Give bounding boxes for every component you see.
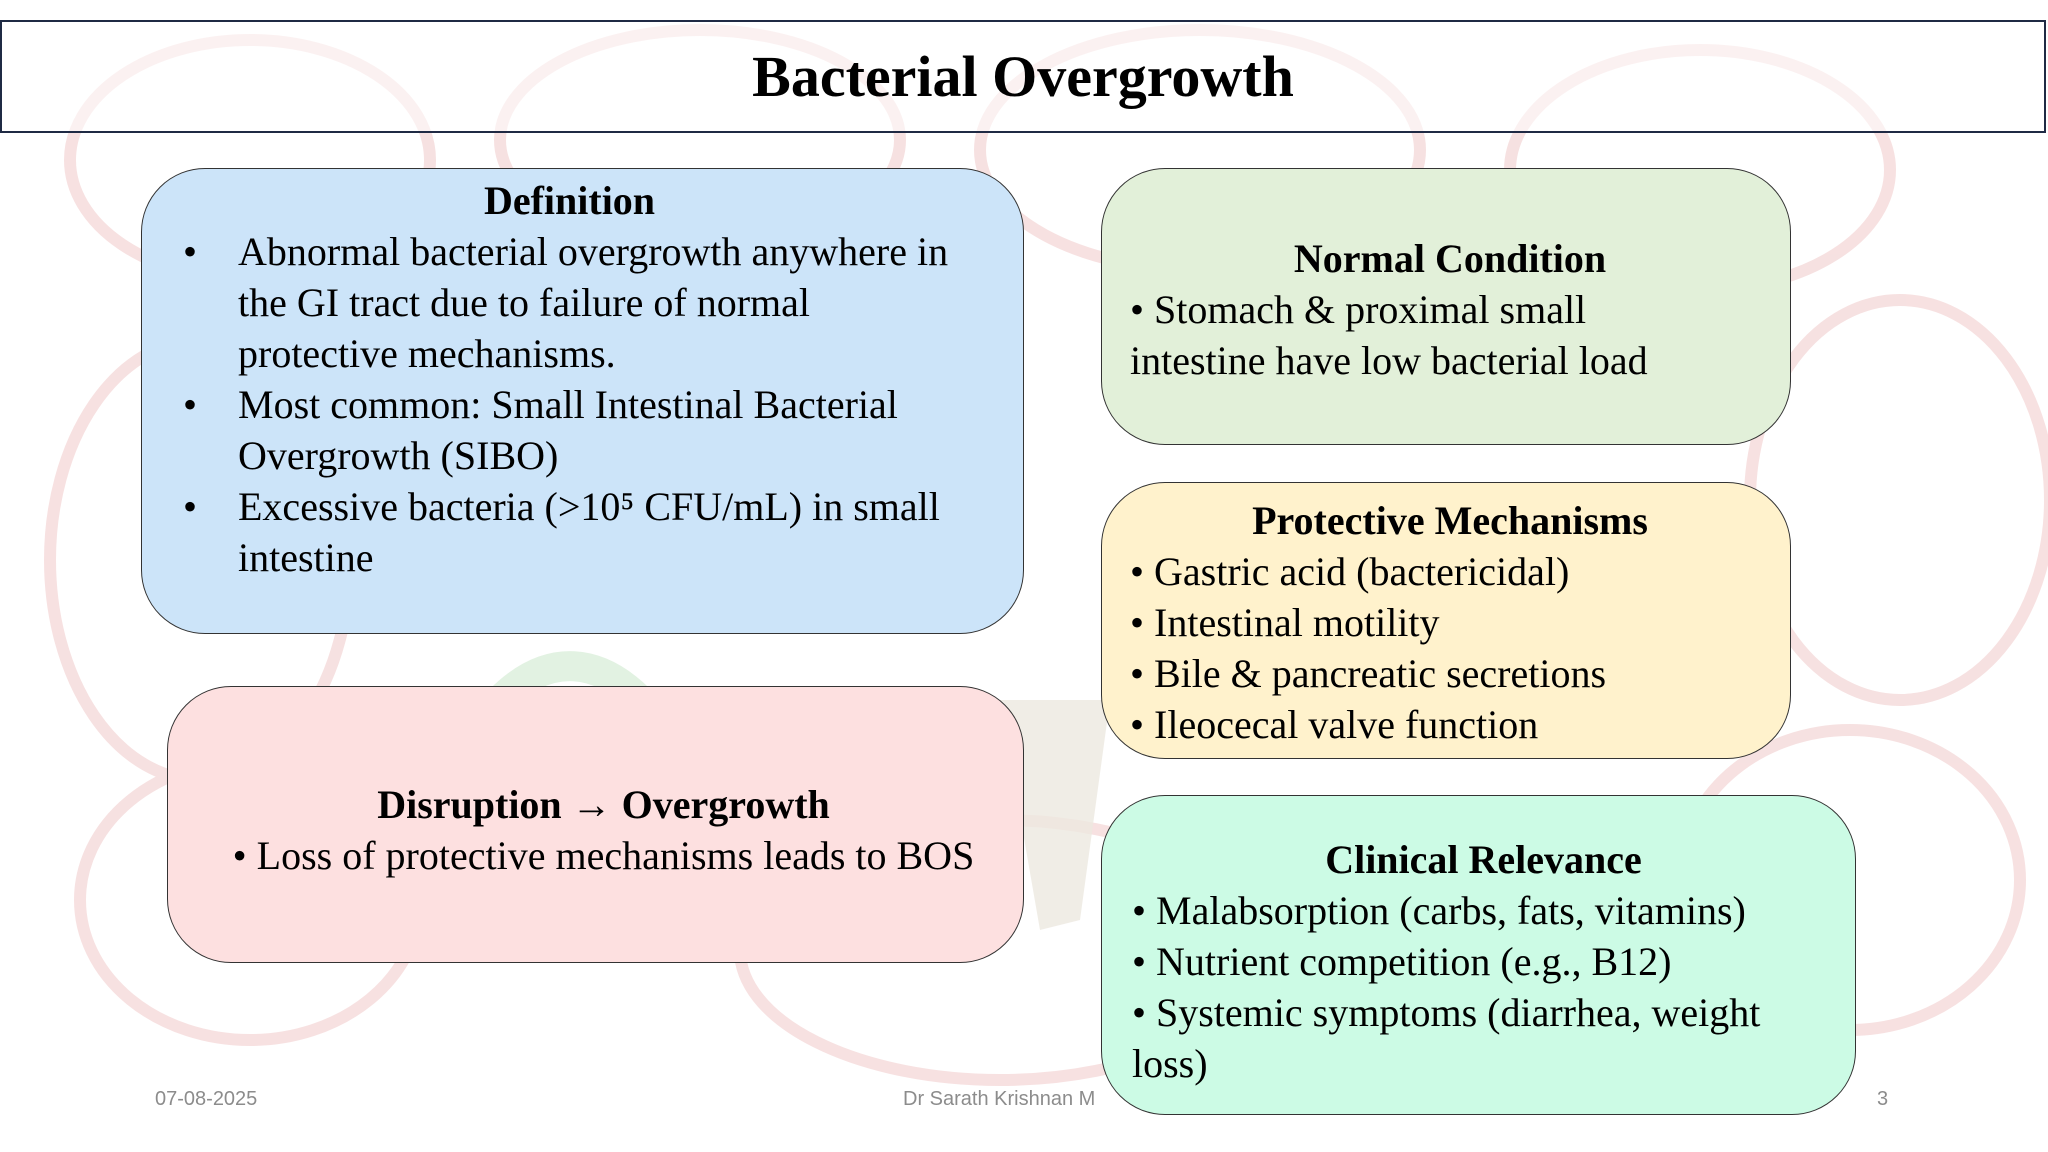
definition-item-text: Excessive bacteria (>10⁵ CFU/mL) in smal… [238,484,940,580]
clinical-relevance-box: Clinical Relevance • Malabsorption (carb… [1101,795,1856,1115]
slide-title: Bacterial Overgrowth [752,44,1294,109]
normal-condition-box: Normal Condition • Stomach & proximal sm… [1101,168,1791,445]
disruption-line: • Loss of protective mechanisms leads to… [232,833,975,878]
normal-condition-line: intestine have low bacterial load [1130,338,1648,383]
footer-page-number: 3 [1877,1088,1889,1110]
footer-date: 07-08-2025 [155,1088,258,1110]
definition-list: • Abnormal bacterial overgrowth anywhere … [176,226,963,583]
clinical-relevance-item: • Malabsorption (carbs, fats, vitamins) [1132,888,1746,933]
definition-item: • Most common: Small Intestinal Bacterial… [176,379,963,481]
definition-heading: Definition [483,178,656,223]
protective-mechanism-item: • Gastric acid (bactericidal) [1130,549,1570,594]
clinical-relevance-item: loss) [1132,1041,1208,1086]
bullet-icon: • [182,382,197,427]
normal-condition-heading: Normal Condition [1293,236,1607,281]
disruption-heading: Disruption → Overgrowth [377,782,830,827]
clinical-relevance-item: • Nutrient competition (e.g., B12) [1132,939,1672,984]
definition-item: • Abnormal bacterial overgrowth anywhere … [176,226,963,379]
clinical-relevance-heading: Clinical Relevance [1325,837,1642,882]
definition-item: • Excessive bacteria (>10⁵ CFU/mL) in sma… [176,481,963,583]
protective-mechanism-item: • Intestinal motility [1130,600,1440,645]
definition-item-text: Most common: Small Intestinal Bacterial … [238,382,898,478]
definition-item-text: Abnormal bacterial overgrowth anywhere i… [238,229,949,376]
bullet-icon: • [182,229,197,274]
disruption-box: Disruption → Overgrowth • Loss of protec… [167,686,1024,963]
title-bar: Bacterial Overgrowth [0,20,2046,133]
protective-mechanisms-box: Protective Mechanisms • Gastric acid (ba… [1101,482,1791,759]
bullet-icon: • [182,484,197,529]
definition-box: Definition • Abnormal bacterial overgrowt… [141,168,1024,634]
protective-mechanisms-heading: Protective Mechanisms [1252,498,1648,543]
protective-mechanism-item: • Bile & pancreatic secretions [1130,651,1607,696]
clinical-relevance-item: • Systemic symptoms (diarrhea, weight [1132,990,1761,1035]
normal-condition-line: • Stomach & proximal small [1130,287,1587,332]
protective-mechanism-item: • Ileocecal valve function [1130,702,1539,747]
footer-author: Dr Sarath Krishnan M [903,1088,1096,1110]
